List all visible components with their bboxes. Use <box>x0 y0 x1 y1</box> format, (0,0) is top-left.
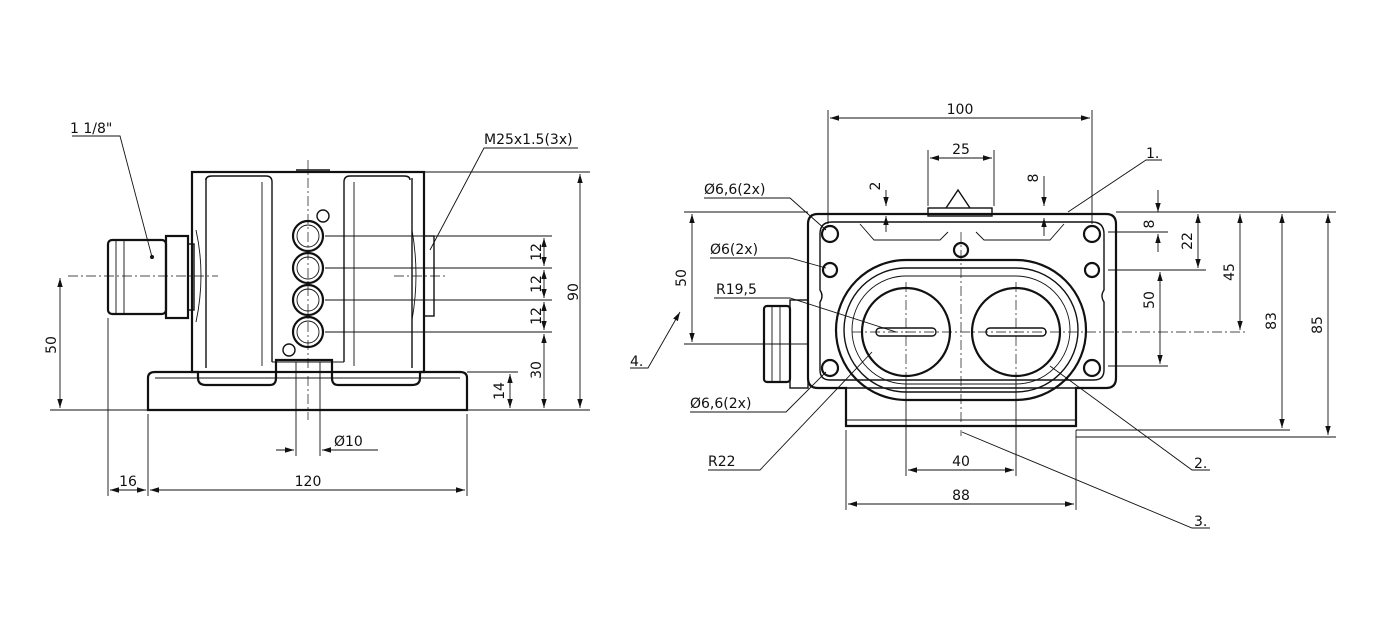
text-hole66-bottom: Ø6,6(2x) <box>690 396 751 412</box>
text-callout-2: 2. <box>1194 456 1207 472</box>
text-dim-16: 16 <box>119 474 137 490</box>
text-dim-25: 25 <box>952 142 970 158</box>
text-dim-r22: 22 <box>1180 232 1196 250</box>
label-thread: 1 1/8" <box>70 121 112 137</box>
leader-gland <box>429 147 578 251</box>
left-shell <box>205 175 273 362</box>
leader-hole66-bottom <box>690 371 827 413</box>
text-dim-90: 90 <box>566 283 582 301</box>
text-dim-r83: 83 <box>1264 312 1280 330</box>
text-callout-1: 1. <box>1146 146 1159 162</box>
text-dim-100: 100 <box>947 102 974 118</box>
text-dim-dia10: Ø10 <box>334 434 363 450</box>
mount-hole-br <box>1082 358 1102 378</box>
text-hole6: Ø6(2x) <box>710 242 758 258</box>
leader-callout3 <box>961 431 1210 529</box>
front-view: 100 25 2 8 Ø6,6(2x) Ø6(2x) R19,5 Ø6,6(2x… <box>630 102 1336 530</box>
mount-hole-bl <box>820 358 840 378</box>
hole <box>291 283 325 317</box>
leader-callout4 <box>630 311 681 369</box>
text-dim-r50: 50 <box>1142 291 1158 309</box>
plunger-tip <box>945 188 971 209</box>
text-dim-r8: 8 <box>1142 220 1158 229</box>
screw <box>282 343 296 357</box>
mount-hole-ml <box>821 261 839 279</box>
leader-hole6 <box>710 257 827 269</box>
leader-thread <box>72 135 153 258</box>
text-dim-r85: 85 <box>1310 316 1326 334</box>
screw <box>316 209 330 223</box>
text-dim-50: 50 <box>44 336 60 354</box>
leader-r195 <box>714 297 897 333</box>
text-dim-120: 120 <box>295 474 322 490</box>
inner-contour <box>819 221 1105 381</box>
leader-hole66-top <box>704 197 827 231</box>
connector-curve <box>195 229 202 323</box>
text-dim-8-top: 8 <box>1026 174 1042 183</box>
leader-callout2 <box>1049 365 1210 471</box>
text-dim-30: 30 <box>529 361 545 379</box>
connector-left <box>106 229 202 323</box>
text-dim-12b: 12 <box>529 275 545 293</box>
base-flange <box>146 358 469 412</box>
gland-curve <box>411 229 417 321</box>
mount-hole-tr <box>1082 224 1102 244</box>
text-dim-2: 2 <box>868 182 884 191</box>
mount-hole-tl <box>820 224 840 244</box>
text-dim-r45: 45 <box>1222 263 1238 281</box>
text-dim-left-50: 50 <box>674 269 690 287</box>
text-dim-88: 88 <box>952 488 970 504</box>
text-hole66-top: Ø6,6(2x) <box>704 182 765 198</box>
leader-r22 <box>708 351 873 471</box>
top-left-recess <box>859 223 949 241</box>
text-callout-3: 3. <box>1194 514 1207 530</box>
text-callout-4: 4. <box>630 354 643 370</box>
right-shell <box>343 175 411 362</box>
leader-callout1 <box>1067 159 1162 213</box>
connector-nut <box>164 234 190 320</box>
top-right-recess <box>975 223 1065 241</box>
contact-holes <box>282 209 330 357</box>
connector-shell <box>106 238 168 316</box>
text-r22: R22 <box>708 454 736 470</box>
text-dim-14: 14 <box>492 382 508 400</box>
text-r195: R19,5 <box>716 282 757 298</box>
plunger-plate <box>927 207 993 217</box>
text-dim-12c: 12 <box>529 307 545 325</box>
text-dim-40: 40 <box>952 454 970 470</box>
front-housing <box>806 212 1118 428</box>
mount-hole-mr <box>1083 261 1101 279</box>
side-view: 1 1/8" M25x1.5(3x) 90 50 12 12 12 30 14 … <box>44 121 590 496</box>
label-gland: M25x1.5(3x) <box>484 132 573 148</box>
text-dim-12a: 12 <box>529 243 545 261</box>
connector-collar <box>187 243 195 311</box>
